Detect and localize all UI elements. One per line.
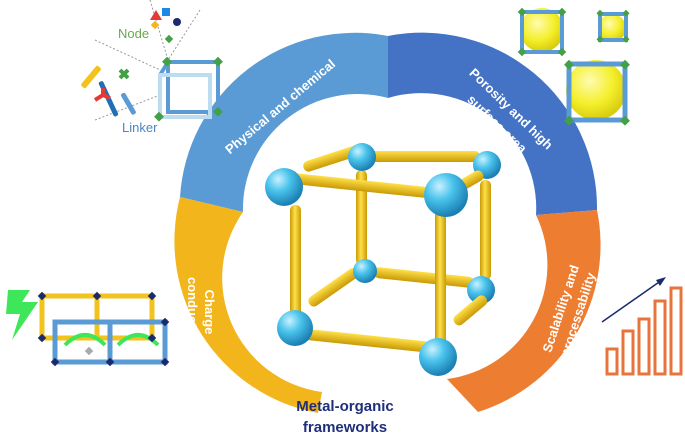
bar-chart-icon [605,286,683,376]
center-title-line2: frameworks [302,419,388,436]
segment-physical-properties [180,32,388,213]
segment-scalability [447,210,601,412]
mof-cube-icon [265,143,501,376]
lightning-icon [6,290,38,340]
node-linker-illustration [81,0,223,122]
segment-label-charge: Charge conduction [185,277,217,347]
porous-cubes-illustration [517,7,630,126]
node-label: Node [118,26,150,41]
segment-porosity [388,32,598,215]
trend-arrow-icon [601,277,666,323]
center-title: Metal-organic frameworks [255,396,435,438]
linker-label: Linker [122,120,158,135]
svg-text:Charge: Charge [202,290,217,335]
charge-lattice-illustration [6,290,170,367]
center-title-line1: Metal-organic [296,398,394,415]
svg-text:conduction: conduction [185,277,200,347]
segment-charge-conduction [174,197,322,413]
